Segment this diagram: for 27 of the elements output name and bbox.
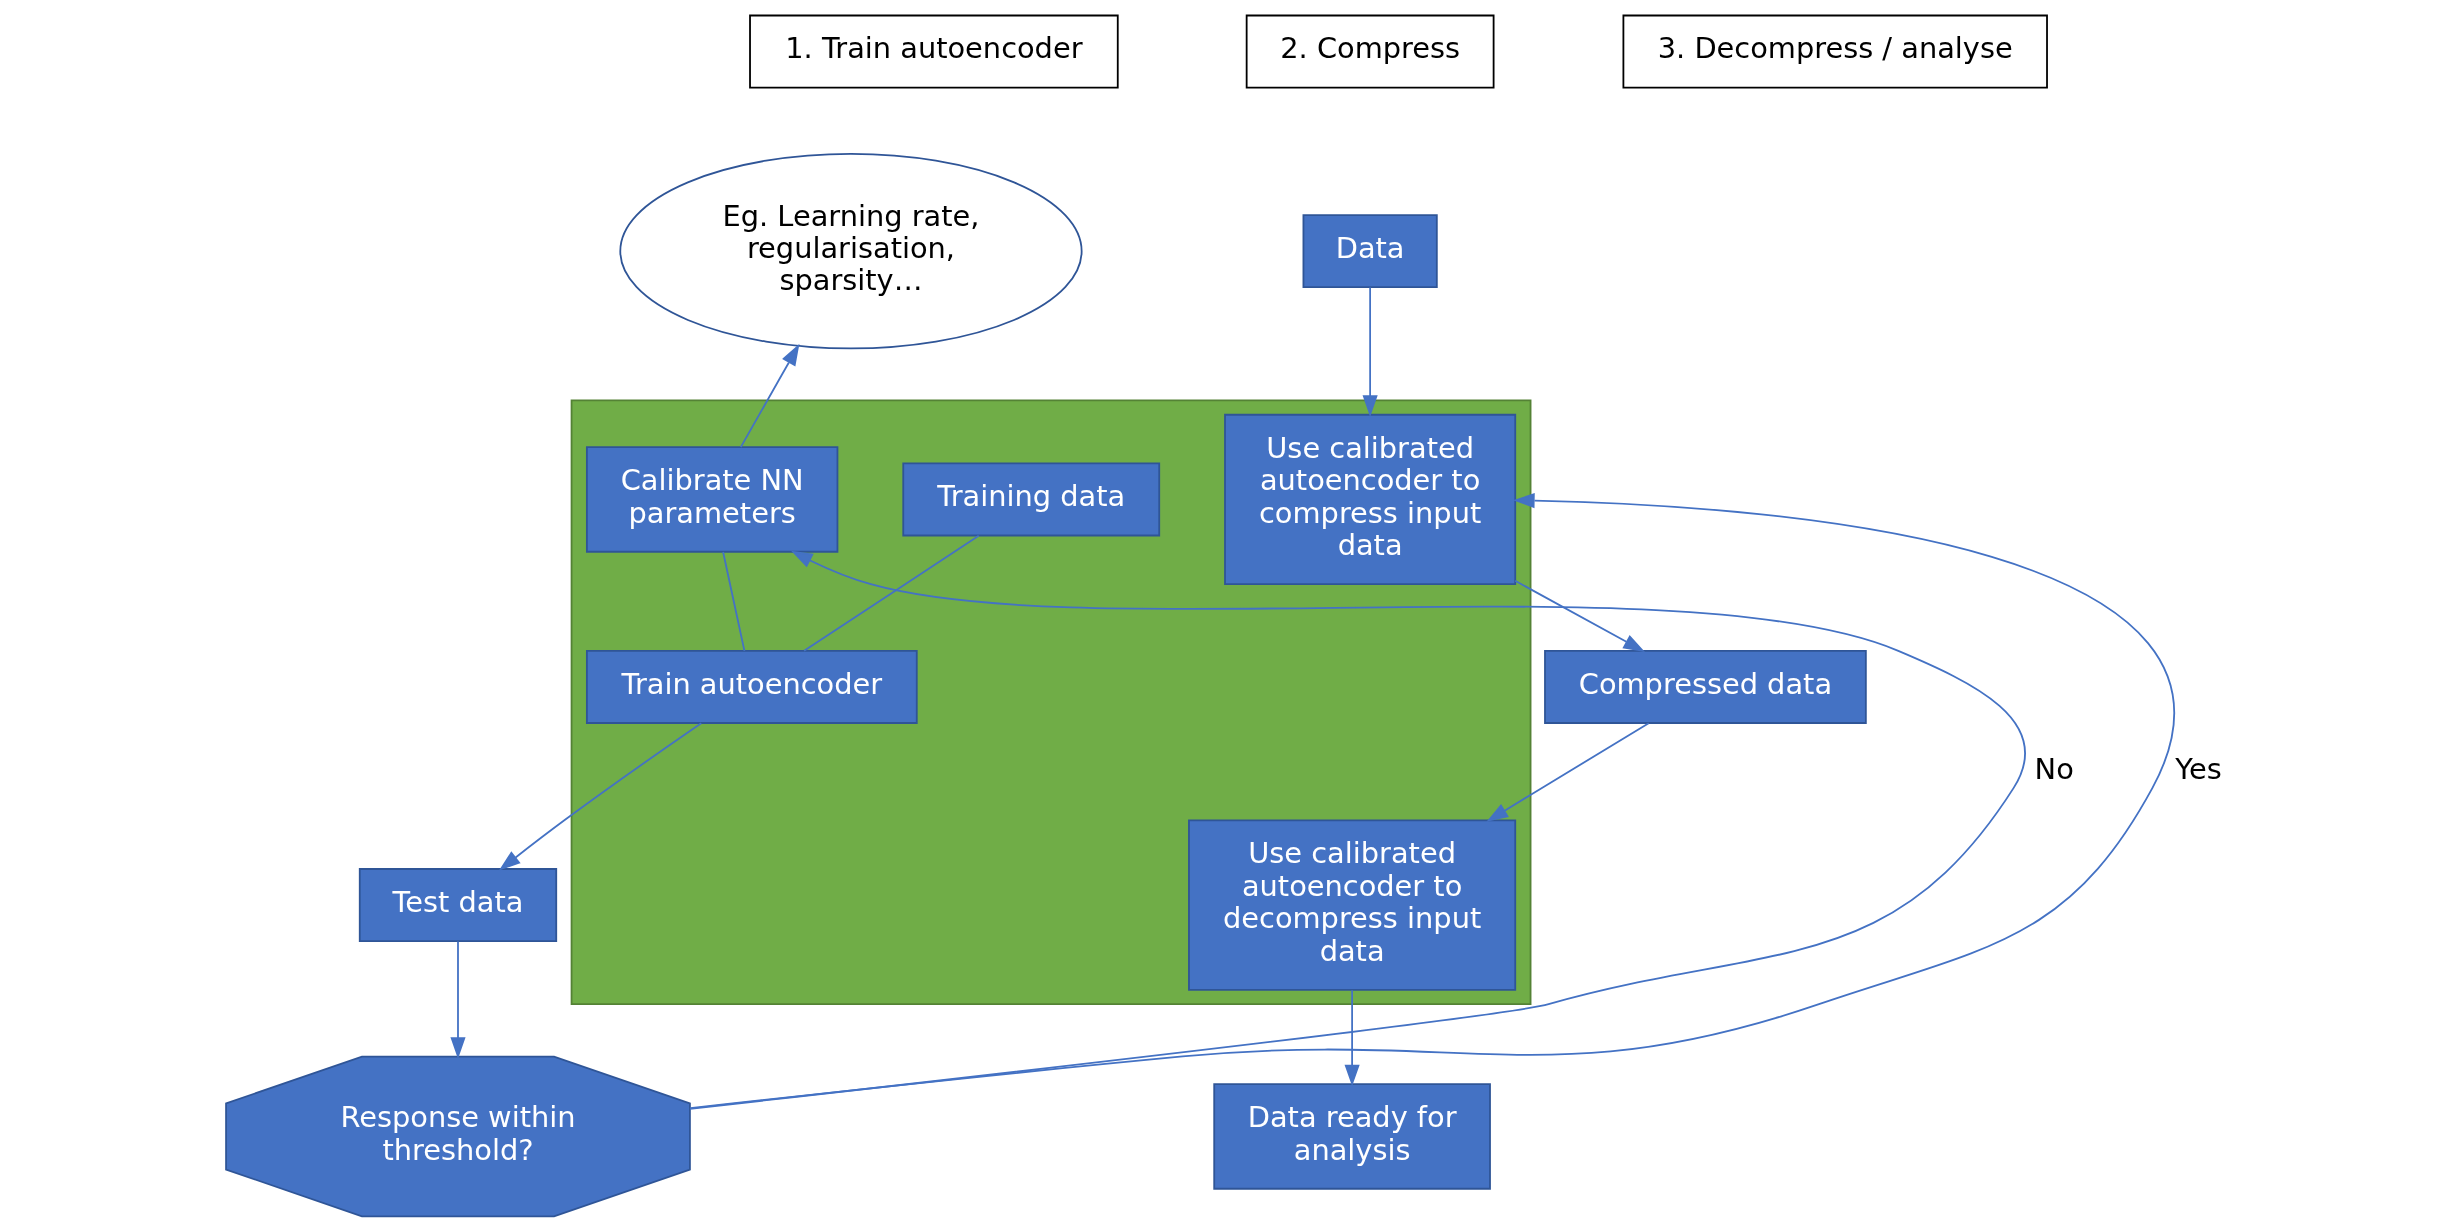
arrow — [450, 940, 466, 1059]
node-box: Compressed data — [1544, 650, 1867, 724]
arrow — [739, 343, 800, 449]
node-box: Use calibrated autoencoder to compress input data — [1224, 413, 1517, 586]
node-box: Data ready for analysis — [1213, 1083, 1491, 1190]
node-box: 3. Decompress / analyse — [1622, 14, 2048, 89]
node-ellipse: Eg. Learning rate, regularisation, sparsity… — [619, 152, 1083, 350]
node-box: Use calibrated autoencoder to decompress input data — [1188, 819, 1517, 991]
node-box: Test data — [358, 868, 558, 942]
arrow — [689, 550, 2026, 1110]
node-box: Calibrate NN parameters — [586, 446, 839, 553]
connector — [722, 551, 746, 652]
edge-label: No — [2034, 751, 2074, 786]
connector — [803, 534, 980, 652]
cluster — [570, 399, 1532, 1006]
node-box: Data — [1302, 214, 1438, 289]
node-box: Training data — [902, 462, 1161, 537]
arrow — [1486, 722, 1650, 822]
arrow — [1514, 579, 1645, 652]
arrow — [1344, 989, 1360, 1087]
arrow — [498, 722, 703, 871]
node-box: Train autoencoder — [586, 650, 918, 724]
edge-label: Yes — [2175, 751, 2222, 786]
arrow — [689, 493, 2174, 1109]
arrow — [1362, 286, 1378, 417]
node-box: 2. Compress — [1245, 14, 1495, 89]
node-box: 1. Train autoencoder — [749, 14, 1119, 89]
